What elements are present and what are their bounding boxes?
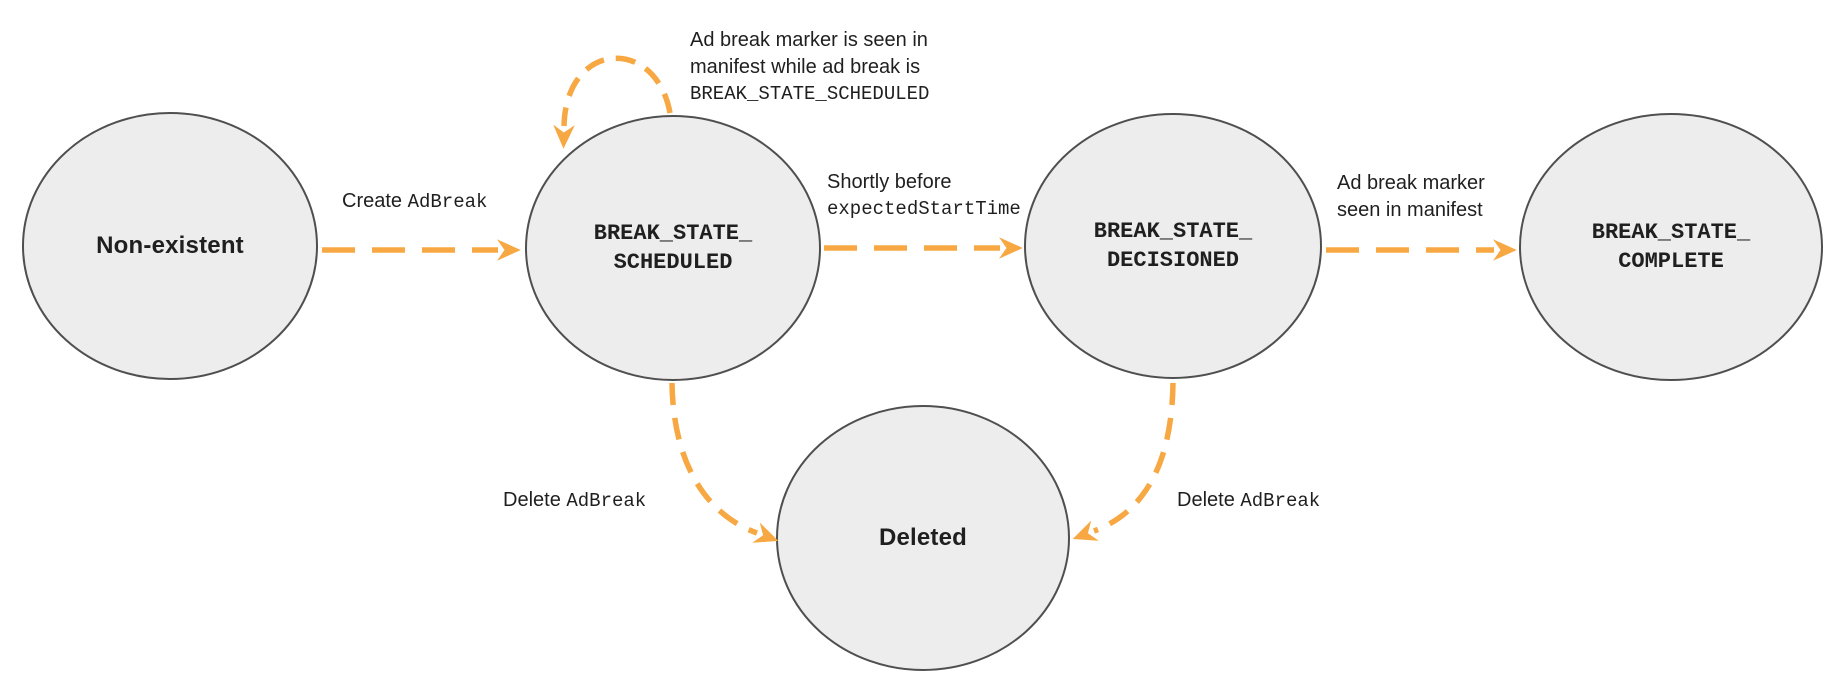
edge-label-line2-code: expectedStartTime — [827, 198, 1021, 220]
edge-label-line1: Ad break marker — [1337, 172, 1485, 194]
edge-label-marker-seen: Ad break marker seen in manifest — [1337, 170, 1485, 224]
state-ellipse-decisioned — [1024, 113, 1322, 379]
state-ellipse-deleted — [776, 405, 1070, 671]
edge-label-line2: manifest while ad break is — [690, 56, 921, 78]
edge-label-code: AdBreak — [407, 191, 488, 213]
edge-label-create-adbreak: Create AdBreak — [342, 188, 487, 216]
state-ellipse-non-existent — [22, 112, 318, 380]
edge-label-action: Delete — [503, 489, 561, 511]
edge-label-action: Delete — [1177, 489, 1235, 511]
edge-decisioned-to-deleted — [1072, 382, 1176, 541]
state-ellipse-complete — [1519, 113, 1823, 381]
edge-label-delete-left: Delete AdBreak — [503, 487, 646, 515]
state-ellipse-scheduled — [525, 115, 821, 381]
edge-label-line3-code: BREAK_STATE_SCHEDULED — [690, 83, 930, 105]
edge-scheduled-to-deleted — [669, 382, 779, 543]
edge-label-code: AdBreak — [1240, 490, 1321, 512]
edge-self-loop-scheduled — [553, 55, 673, 149]
edge-label-code: AdBreak — [566, 490, 647, 512]
edge-label-action: Create — [342, 190, 403, 212]
edge-label-shortly-before: Shortly before expectedStartTime — [827, 169, 1021, 223]
edge-label-delete-right: Delete AdBreak — [1177, 487, 1320, 515]
edge-label-self-loop: Ad break marker is seen in manifest whil… — [690, 27, 929, 108]
edge-label-line2: seen in manifest — [1337, 199, 1483, 221]
edge-label-line1: Ad break marker is seen in — [690, 29, 928, 51]
edge-label-line1: Shortly before — [827, 171, 952, 193]
